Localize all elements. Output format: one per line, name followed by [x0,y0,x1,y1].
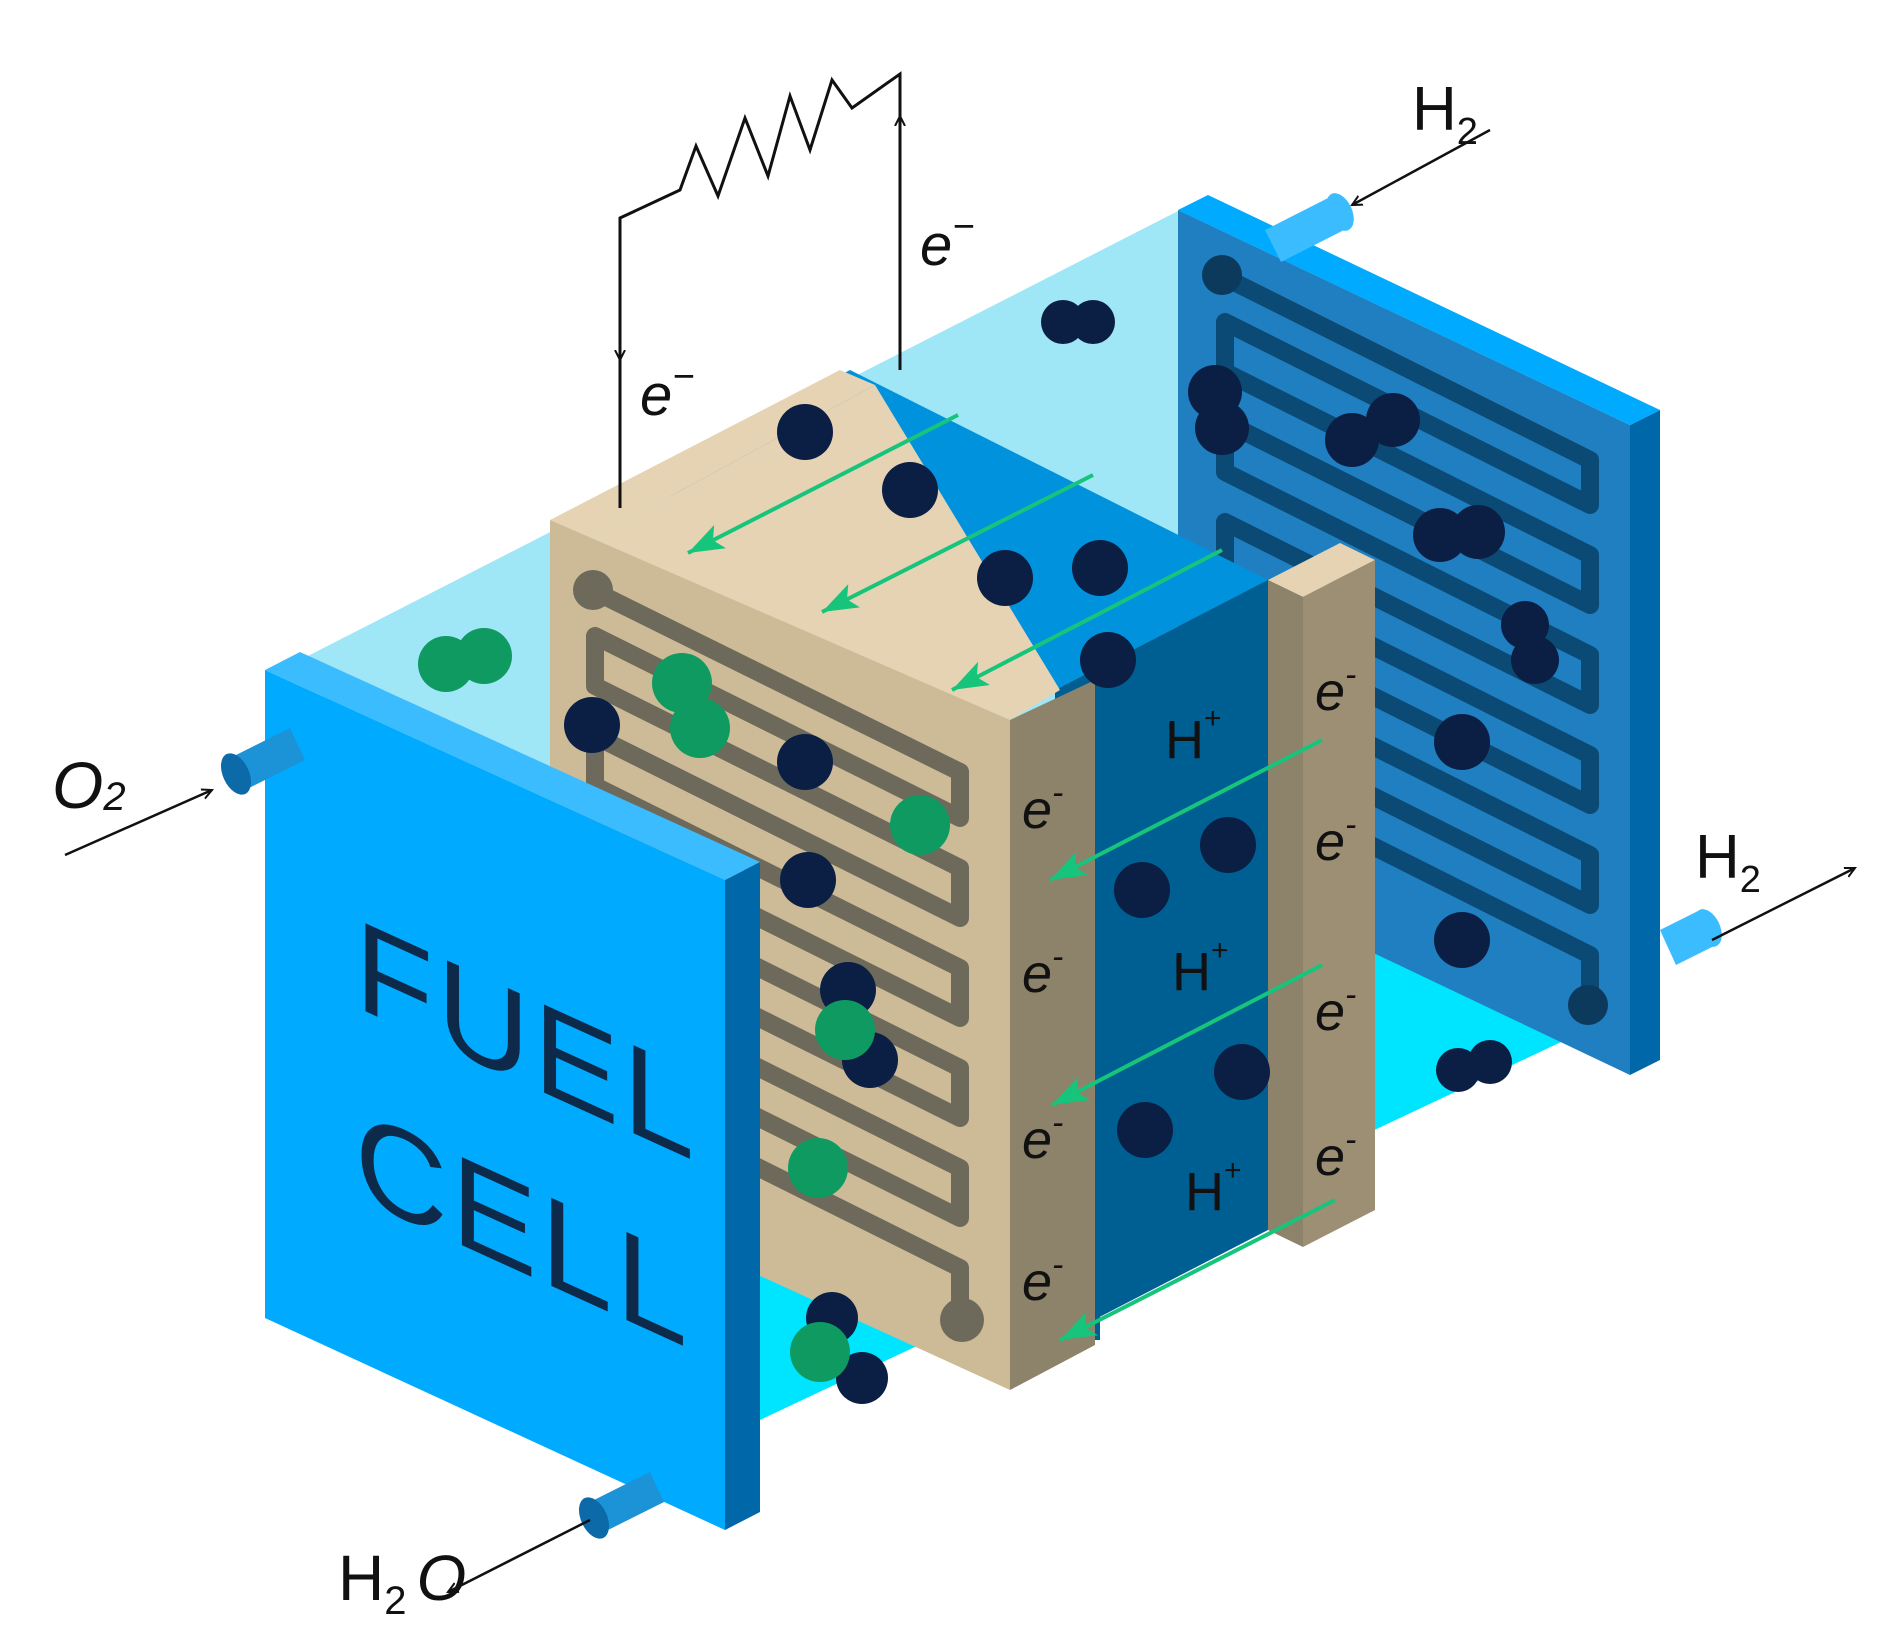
electron-label: e- [1315,806,1356,872]
h2-outlet-pipe [1660,909,1722,965]
o2-molecules-cathode [418,628,950,1404]
h2o-out-arrow [448,1518,591,1594]
gas-flow-arrows [64,128,1855,1594]
electron-label: e- [1022,774,1063,840]
protons-membrane-face [1114,817,1270,1158]
electron-label: e- [1315,976,1356,1042]
electron-label: e- [1022,1246,1063,1312]
electron-label-left-wire: e− [640,356,694,428]
resistor-icon [618,71,902,508]
proton-label: H+ [1172,934,1229,1002]
o2-inlet-label: O2 [52,748,126,822]
o2-in-arrow [64,790,212,857]
external-circuit [618,71,902,508]
electron-label-right-wire: e− [920,206,974,278]
proton-labels: H+ H+ H+ [1165,702,1242,1222]
flow-arrows [687,413,1336,1342]
electron-label: e- [1315,1121,1356,1187]
h2-inlet-label: H2 [1412,75,1478,153]
h2-in-arrow [1352,128,1491,207]
h2-inlet-pipe [1265,193,1354,262]
electron-label: e- [1022,1104,1063,1170]
proton-label: H+ [1185,1154,1242,1222]
anode-electron-labels: e- e- e- e- [1315,656,1356,1187]
h2-outlet-label: H2 [1695,823,1761,901]
o2-inlet-pipe [220,728,305,795]
h2-molecules-anode [1041,300,1559,1092]
proton-label: H+ [1165,702,1222,770]
electron-label: e- [1315,656,1356,722]
protons-membrane-top [777,404,1136,688]
anode-flow-channels [1211,266,1599,1014]
anode-catalyst-layer [1268,543,1375,1247]
cathode-electron-labels: e- e- e- e- [1022,774,1063,1312]
h2-out-arrow [1711,866,1855,942]
electron-label: e- [1022,938,1063,1004]
h2o-outlet-pipe [578,1472,664,1539]
cathode-plate [265,652,760,1530]
